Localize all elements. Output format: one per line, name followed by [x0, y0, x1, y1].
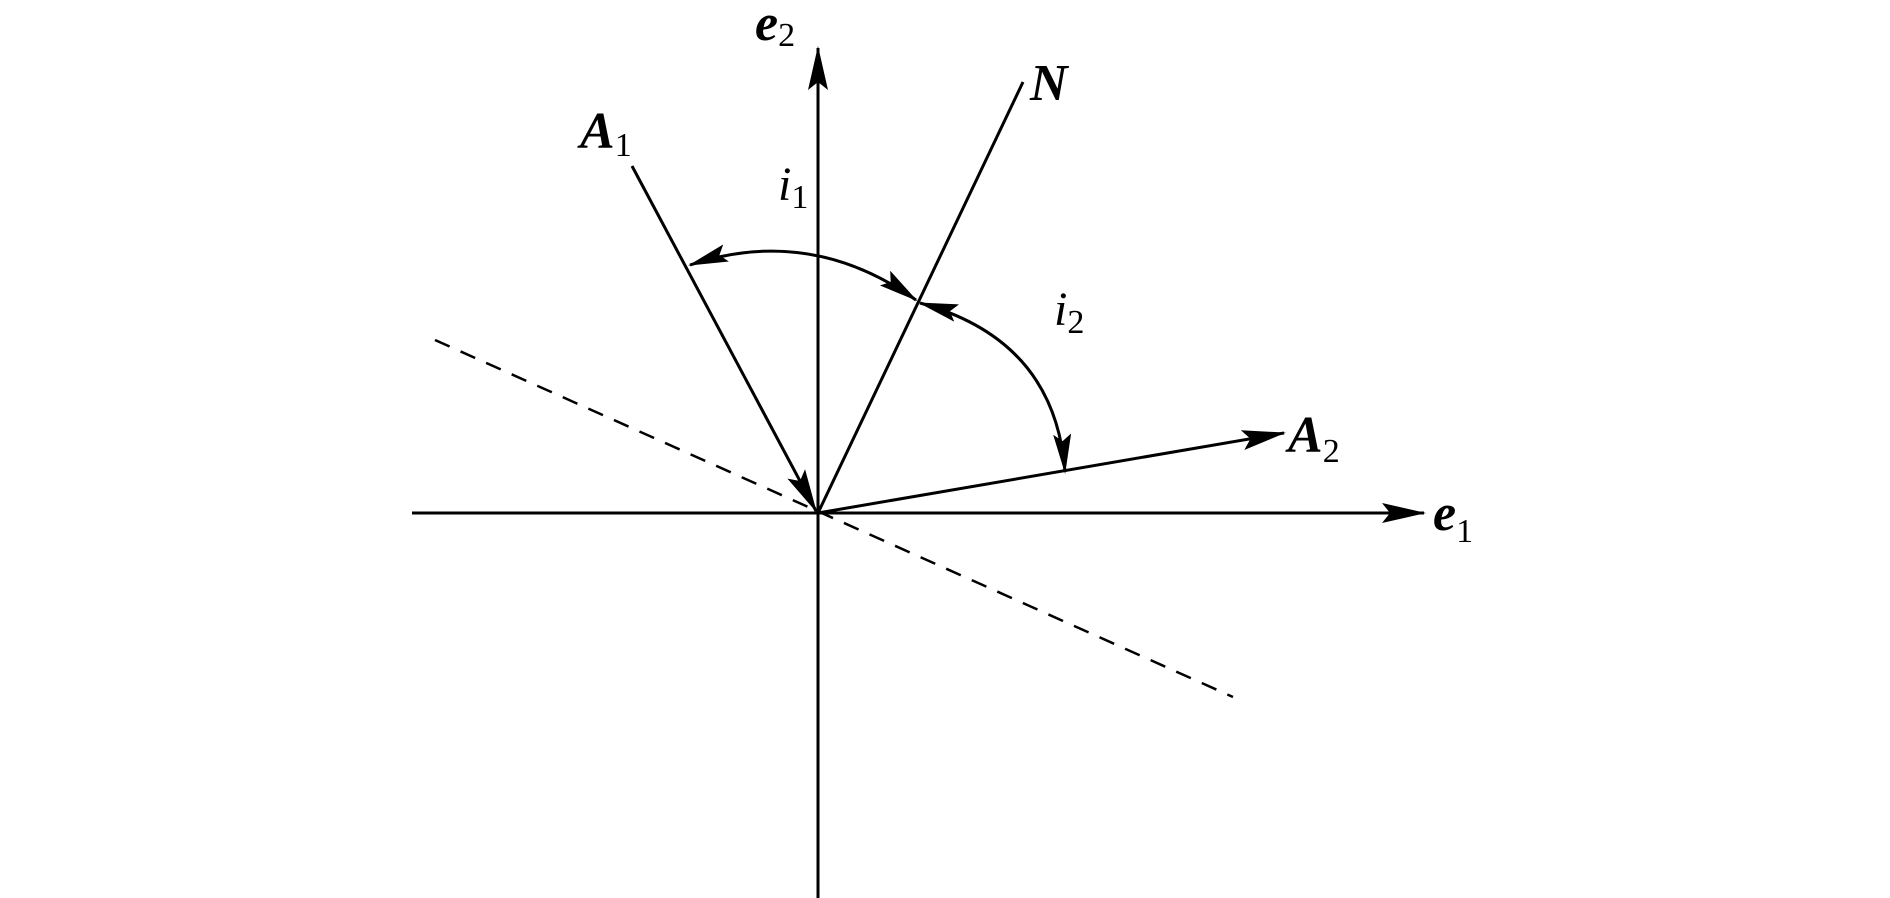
incident-vector-A1: [630, 165, 818, 513]
angle-arc-i2: [918, 301, 1072, 474]
label-A1: A1: [577, 103, 632, 164]
surface-dashed-line: [434, 338, 1234, 699]
label-e1: e1: [1433, 485, 1473, 550]
label-i1: i1: [778, 158, 808, 216]
label-i2: i2: [1054, 283, 1084, 341]
label-e2: e2: [755, 0, 795, 54]
normal-vector-N: [816, 81, 1025, 514]
refracted-vector-A2: [817, 430, 1286, 515]
label-A2: A2: [1285, 407, 1340, 470]
angle-arc-i1: [688, 244, 918, 302]
label-N: N: [1029, 55, 1070, 112]
